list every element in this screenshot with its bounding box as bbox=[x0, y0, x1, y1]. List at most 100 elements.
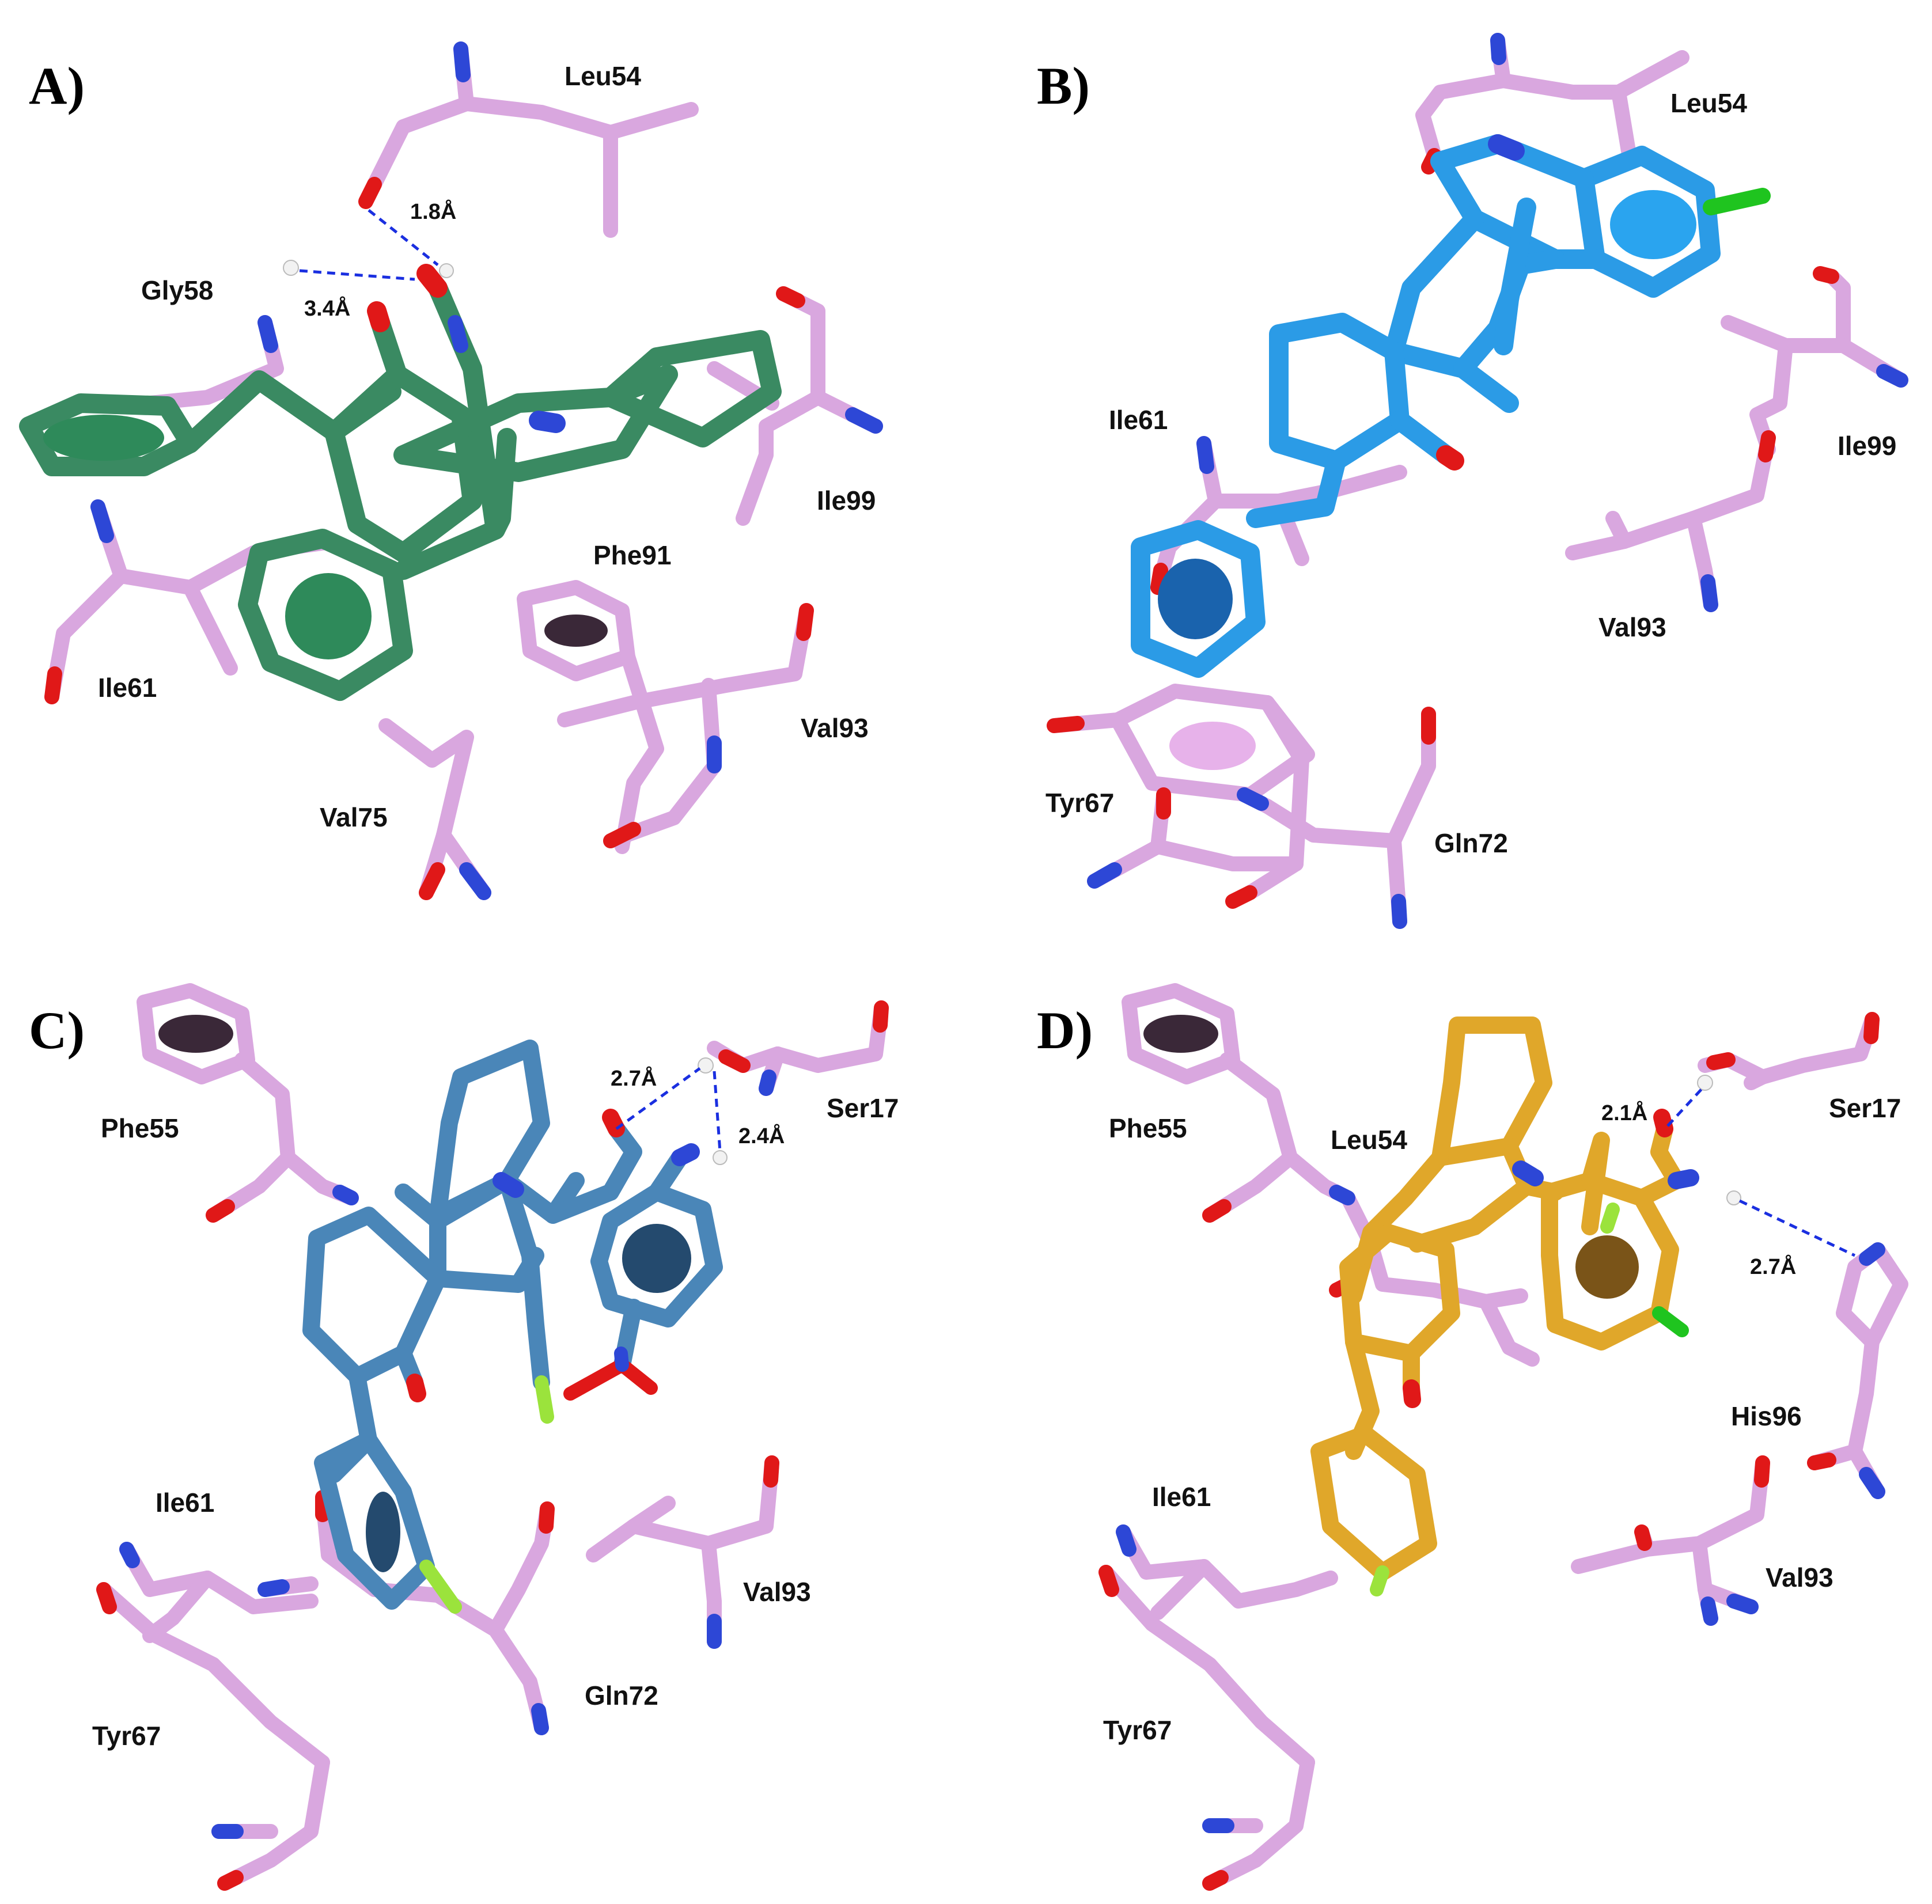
ligand-c-oxygen bbox=[406, 1374, 426, 1402]
label-a-val93: Val93 bbox=[801, 713, 869, 743]
hbond-a-leu54 bbox=[368, 209, 439, 266]
ligand-d-oxindole-link bbox=[1518, 1178, 1564, 1201]
atom-o bbox=[1225, 885, 1257, 909]
label-c-gln72: Gln72 bbox=[585, 1681, 658, 1710]
label-a-phe91: Phe91 bbox=[593, 540, 672, 570]
atom-n bbox=[453, 41, 471, 82]
ligand-a-bicyclic bbox=[393, 365, 678, 482]
ligand-c-cage2 bbox=[498, 1172, 550, 1391]
panel-b-letter: B) bbox=[1037, 56, 1090, 115]
atom-o bbox=[1202, 1199, 1232, 1223]
ligand-b-ring-fill-indole bbox=[1610, 190, 1696, 259]
atom-n bbox=[1859, 1242, 1885, 1266]
atom-n bbox=[257, 315, 278, 353]
atom-n bbox=[90, 499, 114, 543]
panel-b-heteroatoms bbox=[1047, 33, 1908, 929]
atom-o bbox=[1202, 1870, 1229, 1891]
atom-n bbox=[1237, 787, 1269, 811]
atom-n bbox=[1490, 33, 1506, 65]
atom-o bbox=[1807, 1452, 1836, 1470]
atom-o bbox=[1047, 716, 1085, 733]
label-c-val93: Val93 bbox=[743, 1577, 811, 1607]
atom-n bbox=[1329, 1185, 1355, 1205]
panel-a-heteroatoms bbox=[44, 41, 883, 900]
ligand-c-bridge-n bbox=[493, 1172, 524, 1198]
residue-c-tyr67 bbox=[96, 1582, 330, 1770]
label-d-ser17: Ser17 bbox=[1829, 1093, 1901, 1123]
residue-c-gln72 bbox=[315, 1490, 549, 1735]
ligand-d-oxygen bbox=[1403, 1379, 1421, 1408]
hbond-c-1 bbox=[615, 1067, 701, 1131]
panel-d: D) bbox=[1037, 983, 1908, 1891]
panel-a-ligand bbox=[19, 278, 782, 701]
ligand-d-oxygen-2 bbox=[1653, 1109, 1673, 1137]
residue-b-val93-b2 bbox=[1605, 511, 1632, 549]
hbond-a-gly58 bbox=[299, 269, 415, 281]
label-a-ile61: Ile61 bbox=[98, 673, 157, 703]
residue-phe91-ring-fill bbox=[544, 615, 608, 647]
atom-n bbox=[845, 407, 883, 434]
ligand-d-phenyl bbox=[1310, 1425, 1437, 1581]
atom-n bbox=[1391, 894, 1407, 929]
residue-b-leu54 bbox=[1415, 33, 1511, 163]
residue-d-leu54-b bbox=[1479, 1288, 1528, 1309]
ligand-b-oxygen bbox=[1436, 445, 1464, 471]
atom-o bbox=[718, 1049, 751, 1073]
residue-ile61-chain bbox=[113, 568, 238, 676]
residue-b-gln72 bbox=[1387, 707, 1436, 929]
atom-o bbox=[603, 822, 641, 848]
ligand-a-bridge2 bbox=[486, 428, 517, 540]
label-d-val93: Val93 bbox=[1766, 1562, 1833, 1592]
panel-b-residues bbox=[1047, 33, 1908, 929]
ligand-b-ring-fill-phenyl bbox=[1158, 559, 1233, 639]
atom-n bbox=[1087, 862, 1122, 889]
atom-n bbox=[531, 1703, 549, 1735]
residue-b-leu54-branch bbox=[1611, 85, 1638, 169]
atom-o bbox=[796, 603, 814, 641]
hbond-c-2 bbox=[713, 1071, 722, 1152]
atom-n bbox=[332, 1185, 359, 1205]
ligand-b-cage2 bbox=[1384, 209, 1519, 413]
panel-c-heteroatoms bbox=[96, 1000, 889, 1891]
panel-b: B) bbox=[1037, 33, 1908, 929]
panel-a-residues bbox=[44, 41, 883, 900]
ligand-c-fluorine bbox=[535, 1375, 554, 1424]
panel-b-ligand bbox=[1131, 134, 1721, 678]
label-d-leu54: Leu54 bbox=[1331, 1125, 1407, 1155]
atom-o bbox=[1758, 430, 1776, 462]
ligand-c-nitro-n bbox=[614, 1347, 629, 1372]
atom-o bbox=[96, 1582, 117, 1614]
hbond-d-2 bbox=[1738, 1199, 1856, 1257]
distance-c-2: 2.4Å bbox=[738, 1123, 785, 1148]
residue-leu54-sticks bbox=[367, 41, 474, 192]
hydrogen-ser17-d bbox=[1697, 1075, 1713, 1091]
hydrogen-ligand-a bbox=[439, 263, 454, 278]
atom-o bbox=[776, 286, 805, 308]
atom-n bbox=[1726, 1594, 1759, 1614]
label-b-leu54: Leu54 bbox=[1670, 88, 1747, 118]
residue-b-tyr67-ring bbox=[1110, 684, 1315, 802]
distance-a-2: 3.4Å bbox=[304, 295, 350, 321]
atom-n bbox=[1859, 1467, 1885, 1499]
atom-o bbox=[1813, 266, 1839, 284]
atom-o bbox=[1754, 1455, 1770, 1488]
ligand-c-phenyl-fill bbox=[366, 1492, 400, 1572]
ligand-d-ring-top bbox=[1431, 1017, 1552, 1166]
label-d-ile61: Ile61 bbox=[1152, 1482, 1211, 1512]
label-c-tyr67: Tyr67 bbox=[92, 1721, 161, 1751]
panel-c-letter: C) bbox=[29, 1001, 85, 1060]
label-c-ile61: Ile61 bbox=[156, 1488, 214, 1518]
residue-d-val93 bbox=[1571, 1455, 1770, 1574]
residue-ile99-branch bbox=[736, 390, 825, 526]
ligand-b-chlorine bbox=[1703, 188, 1771, 215]
residue-c-val93-b2 bbox=[626, 1496, 676, 1534]
label-a-ile99: Ile99 bbox=[817, 486, 876, 515]
residue-b-leu54-chain bbox=[1496, 50, 1689, 100]
label-b-ile61: Ile61 bbox=[1109, 405, 1168, 435]
ligand-b-nitrogen bbox=[1488, 134, 1525, 161]
distance-d-1: 2.1Å bbox=[1601, 1100, 1647, 1125]
ligand-a-cyclopentyl bbox=[601, 330, 782, 447]
ligand-c-oxygen-2 bbox=[602, 1109, 625, 1137]
residue-b-val93 bbox=[1565, 430, 1776, 560]
